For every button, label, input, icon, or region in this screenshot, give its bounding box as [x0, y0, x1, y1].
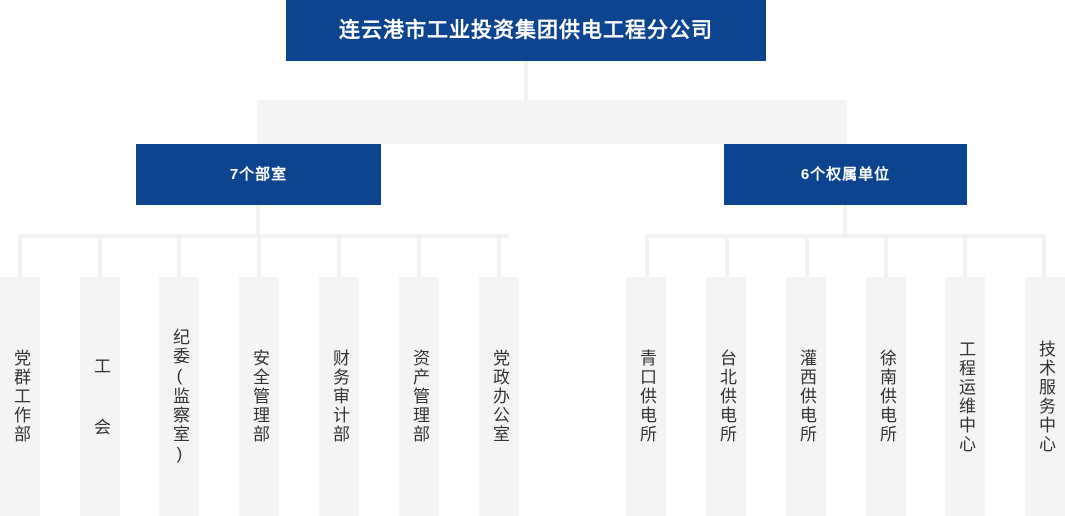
- leaf-node-affiliated-units-5[interactable]: 工程运维中心: [945, 277, 985, 516]
- connector-root-stem: [524, 61, 528, 101]
- leaf-node-label: 台北供电所: [717, 349, 737, 444]
- leaf-node-label: 财务审计部: [330, 349, 350, 444]
- branch-node-affiliated-units-label: 6个权属单位: [800, 166, 891, 183]
- leaf-node-label: 技术服务中心: [1036, 339, 1056, 454]
- leaf-node-departments-2[interactable]: 工 会: [80, 277, 120, 516]
- leaf-node-label: 徐南供电所: [877, 349, 897, 444]
- leaf-node-label: 资产管理部: [410, 349, 430, 444]
- leaf-node-affiliated-units-3[interactable]: 灌西供电所: [786, 277, 826, 516]
- branch-node-departments-label: 7个部室: [229, 166, 288, 183]
- leaf-node-affiliated-units-1[interactable]: 青口供电所: [626, 277, 666, 516]
- leaf-node-affiliated-units-4[interactable]: 徐南供电所: [866, 277, 906, 516]
- connector-drop-departments-7: [497, 234, 501, 277]
- root-node[interactable]: 连云港市工业投资集团供电工程分公司: [286, 0, 766, 61]
- leaf-node-departments-5[interactable]: 财务审计部: [319, 277, 359, 516]
- connector-plate: [257, 100, 847, 144]
- leaf-node-affiliated-units-6[interactable]: 技术服务中心: [1025, 277, 1065, 516]
- connector-drop-departments-6: [417, 234, 421, 277]
- leaf-node-affiliated-units-2[interactable]: 台北供电所: [706, 277, 746, 516]
- leaf-node-label: 安全管理部: [250, 349, 270, 444]
- leaf-node-departments-7[interactable]: 党政办公室: [479, 277, 519, 516]
- connector-branch-stem-right: [843, 205, 847, 236]
- leaf-node-label: 工 会: [91, 356, 111, 437]
- leaf-node-label: 党政办公室: [490, 349, 510, 444]
- leaf-node-departments-1[interactable]: 党群工作部: [0, 277, 40, 516]
- connector-drop-affiliated-units-3: [805, 234, 809, 277]
- connector-drop-departments-5: [337, 234, 341, 277]
- connector-drop-departments-1: [18, 234, 22, 277]
- connector-drop-affiliated-units-2: [725, 234, 729, 277]
- connector-drop-affiliated-units-4: [884, 234, 888, 277]
- leaf-node-label: 灌西供电所: [797, 349, 817, 444]
- connector-drop-departments-2: [98, 234, 102, 277]
- connector-drop-affiliated-units-1: [645, 234, 649, 277]
- leaf-node-label: 工程运维中心: [956, 339, 976, 454]
- leaf-node-departments-6[interactable]: 资产管理部: [399, 277, 439, 516]
- connector-bus-right: [645, 234, 1042, 238]
- leaf-node-label: 纪委(监察室): [170, 328, 190, 465]
- connector-drop-departments-4: [257, 234, 261, 277]
- leaf-node-departments-4[interactable]: 安全管理部: [239, 277, 279, 516]
- leaf-node-departments-3[interactable]: 纪委(监察室): [159, 277, 199, 516]
- root-node-label: 连云港市工业投资集团供电工程分公司: [339, 19, 713, 42]
- branch-node-affiliated-units[interactable]: 6个权属单位: [724, 144, 967, 205]
- connector-bus-left: [18, 234, 509, 238]
- connector-drop-departments-3: [177, 234, 181, 277]
- branch-node-departments[interactable]: 7个部室: [136, 144, 381, 205]
- connector-branch-stem-left: [256, 205, 260, 236]
- connector-drop-affiliated-units-6: [1042, 234, 1046, 277]
- leaf-node-label: 党群工作部: [11, 349, 31, 444]
- connector-drop-affiliated-units-5: [963, 234, 967, 277]
- leaf-node-label: 青口供电所: [637, 349, 657, 444]
